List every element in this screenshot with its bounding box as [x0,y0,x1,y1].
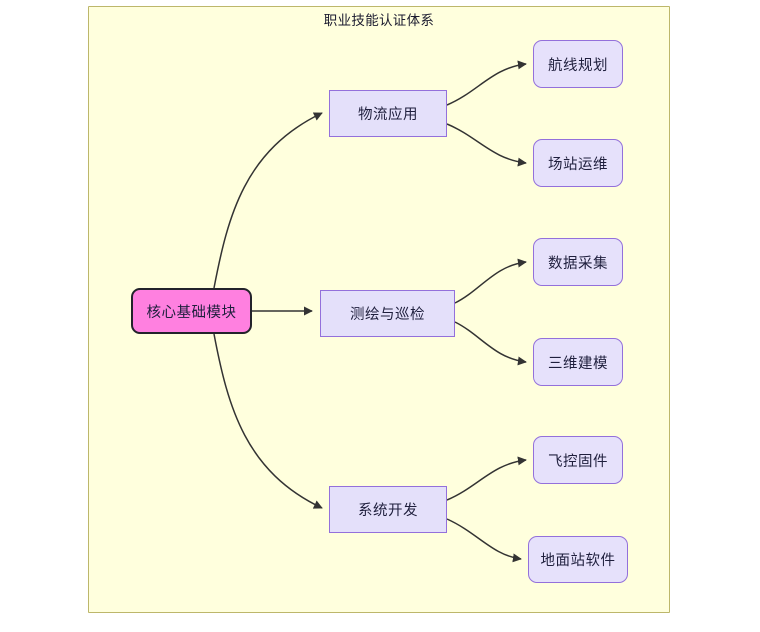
node-label: 三维建模 [548,355,608,372]
node-leaf-3d-modeling[interactable]: 三维建模 [533,338,623,386]
node-label: 测绘与巡检 [350,307,425,323]
node-branch-surveying-inspection[interactable]: 测绘与巡检 [320,290,455,337]
node-branch-system-development[interactable]: 系统开发 [329,486,447,533]
node-label: 航线规划 [548,57,608,74]
node-leaf-station-operations[interactable]: 场站运维 [533,139,623,187]
subgraph-title: 职业技能认证体系 [323,13,435,28]
node-leaf-data-collection[interactable]: 数据采集 [533,238,623,286]
node-label: 飞控固件 [548,453,608,470]
node-label: 地面站软件 [540,553,616,569]
node-leaf-flight-control-firmware[interactable]: 飞控固件 [533,436,623,484]
node-label: 场站运维 [548,156,608,173]
node-branch-logistics[interactable]: 物流应用 [329,90,447,137]
node-label: 核心基础模块 [146,304,237,321]
node-leaf-route-planning[interactable]: 航线规划 [533,40,623,88]
node-label: 系统开发 [358,503,418,519]
node-root-core-module[interactable]: 核心基础模块 [131,288,252,334]
node-label: 物流应用 [358,107,418,123]
node-leaf-ground-station-software[interactable]: 地面站软件 [528,536,628,583]
node-label: 数据采集 [548,255,608,272]
